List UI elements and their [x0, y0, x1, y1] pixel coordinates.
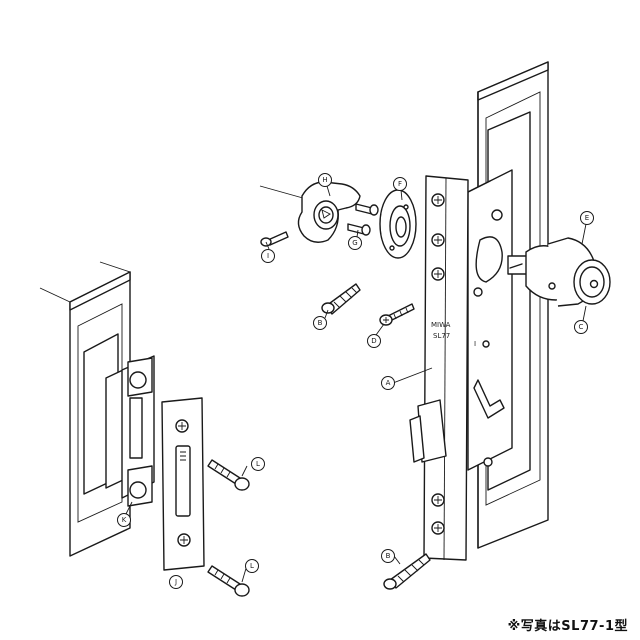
- callout-b-lower-text: B: [386, 552, 391, 560]
- callout-b-upper-text: B: [318, 319, 323, 327]
- escutcheon-ring: [379, 189, 417, 259]
- callout-l-lower: L: [245, 559, 259, 573]
- callout-g-text: G: [352, 239, 357, 247]
- wood-screw-b-lower: [383, 553, 431, 590]
- callout-d-text: D: [371, 337, 376, 345]
- wood-screw-d: [379, 303, 415, 326]
- screw-g: [355, 203, 379, 216]
- screw-i: [260, 231, 289, 247]
- callout-b-upper: B: [313, 316, 327, 330]
- callout-i-text: I: [267, 252, 269, 260]
- face-plate: I: [409, 175, 505, 561]
- strike-box: [105, 355, 155, 507]
- screw-g2: [347, 223, 371, 236]
- callout-c: C: [574, 320, 588, 334]
- callout-h: H: [318, 173, 332, 187]
- callout-e: E: [580, 211, 594, 225]
- callout-k: K: [117, 513, 131, 527]
- callout-l-upper-text: L: [256, 460, 260, 468]
- plate-model-label: SL77: [433, 332, 450, 340]
- wood-screw-b-upper: [321, 283, 361, 315]
- callout-g: G: [348, 236, 362, 250]
- photo-caption: ※写真はSL77-1型: [507, 619, 628, 634]
- callout-c-text: C: [579, 323, 584, 331]
- strike-screw-upper: [207, 459, 250, 491]
- callout-a: A: [381, 376, 395, 390]
- callout-j-text: J: [174, 578, 177, 586]
- lock-cylinder: [507, 237, 611, 307]
- plate-brand-label: MIWA: [431, 321, 451, 329]
- callout-b-lower: B: [381, 549, 395, 563]
- callout-a-text: A: [386, 379, 391, 387]
- callout-l-upper: L: [251, 457, 265, 471]
- plate-marking-i: I: [474, 340, 476, 348]
- callout-h-text: H: [322, 176, 327, 184]
- strike-plate: [161, 397, 205, 571]
- callout-l-lower-text: L: [250, 562, 254, 570]
- callout-i: I: [261, 249, 275, 263]
- callout-e-text: E: [585, 214, 589, 222]
- mortise-lock-body: [467, 169, 513, 471]
- strike-screw-lower: [207, 565, 250, 597]
- callout-d: D: [367, 334, 381, 348]
- callout-j: J: [169, 575, 183, 589]
- leader-lines: [125, 185, 587, 583]
- callout-f: F: [393, 177, 407, 191]
- thumb-turn: [259, 181, 361, 243]
- callout-f-text: F: [398, 180, 402, 188]
- callout-k-text: K: [122, 516, 127, 524]
